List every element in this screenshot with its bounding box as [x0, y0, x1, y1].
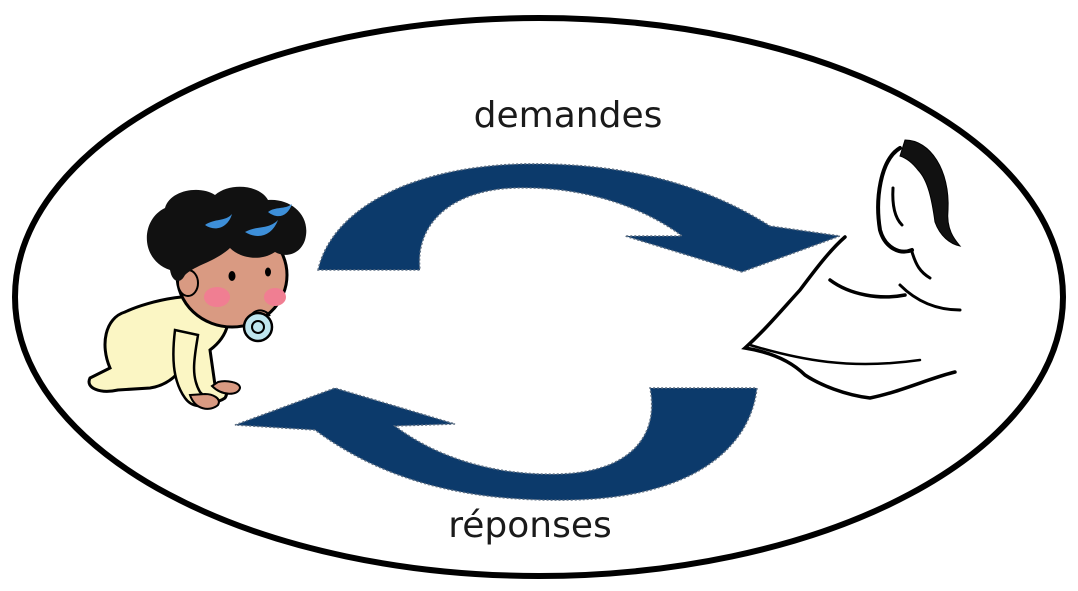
mother-icon: [741, 139, 962, 400]
top-arrow: [317, 163, 841, 273]
bottom-arrow: [234, 387, 758, 501]
outer-ellipse: [12, 15, 1066, 579]
label-reponses: réponses: [448, 505, 612, 546]
baby-icon: [87, 186, 307, 410]
label-demandes: demandes: [474, 95, 663, 136]
